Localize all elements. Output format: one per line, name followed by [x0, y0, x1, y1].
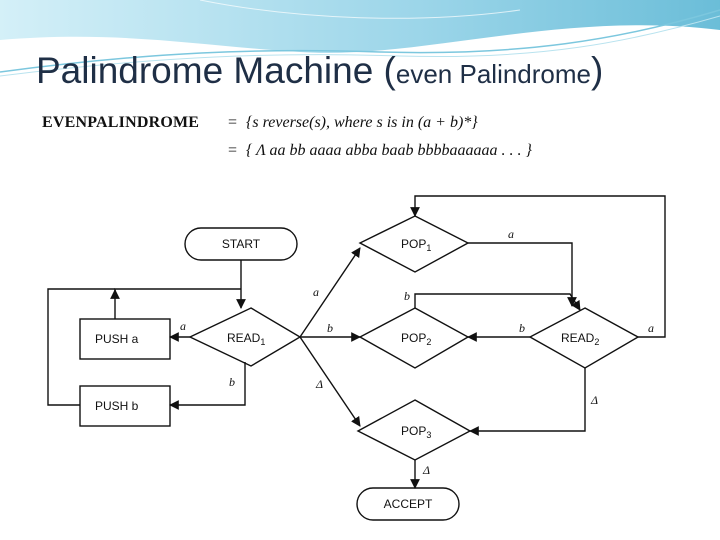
- pop1-label: POP1: [401, 237, 431, 253]
- edge-read2-loop: [410, 195, 666, 338]
- header-swoosh-decoration: [0, 0, 720, 77]
- pop2-node: [358, 307, 470, 369]
- edge-label-pop1-read2: a: [508, 227, 514, 241]
- pop1-subscript: 1: [426, 243, 431, 253]
- slide-title: Palindrome Machine (even Palindrome): [36, 52, 603, 89]
- equals-sign: =: [228, 142, 238, 159]
- accept-label: ACCEPT: [384, 497, 433, 511]
- edge-label-pop3-accept: Δ: [422, 463, 430, 477]
- pop3-subscript: 3: [426, 430, 431, 440]
- read1-text: READ: [227, 331, 261, 345]
- read1-node: [188, 307, 302, 367]
- pda-flowchart: START ACCEPT PUSH a PUSH b READ1 READ2 P…: [47, 195, 666, 521]
- edge-label-pop2-read2: b: [404, 289, 410, 303]
- pop2-text: POP: [401, 331, 426, 345]
- edge-label-read1-pop1: a: [313, 285, 319, 299]
- pop1-node: [358, 215, 470, 273]
- edge-read1-pushb: [169, 362, 246, 410]
- pop3-text: POP: [401, 424, 426, 438]
- definition-examples: { Λ aa bb aaaa abba baab bbbbaaaaaa . . …: [246, 142, 532, 159]
- push-b-label: PUSH b: [95, 399, 139, 413]
- push-a-label: PUSH a: [95, 332, 139, 346]
- language-definition: EVENPALINDROME = {s reverse(s), where s …: [36, 104, 682, 166]
- pop2-subscript: 2: [426, 337, 431, 347]
- title-main: Palindrome Machine (: [36, 50, 396, 91]
- edge-read1-pop1: [299, 247, 361, 338]
- edge-label-read2-loop: a: [648, 321, 654, 335]
- definition-set-builder: {s reverse(s), where s is in (a + b)*}: [246, 114, 478, 131]
- read1-label: READ1: [227, 331, 265, 347]
- edge-read1-pop3: [299, 336, 361, 427]
- accept-node: [356, 487, 460, 521]
- start-label: START: [222, 237, 261, 251]
- pop1-text: POP: [401, 237, 426, 251]
- edge-label-read2-pop3: Δ: [590, 393, 598, 407]
- edge-label-read1-pushb: b: [229, 375, 235, 389]
- read1-subscript: 1: [260, 337, 265, 347]
- edge-pushb-loop: [47, 288, 115, 406]
- read2-label: READ2: [561, 331, 599, 347]
- edge-pusha-loop: [114, 288, 241, 319]
- edge-label-read2-pop2: b: [519, 321, 525, 335]
- pop2-label: POP2: [401, 331, 431, 347]
- read2-subscript: 2: [594, 337, 599, 347]
- edge-label-read1-pusha: a: [180, 319, 186, 333]
- equals-sign: =: [228, 114, 238, 131]
- language-name: EVENPALINDROME: [42, 114, 200, 131]
- edge-pop2-read2: [414, 293, 581, 311]
- pop3-label: POP3: [401, 424, 431, 440]
- edge-read2-pop3: [469, 368, 586, 436]
- title-subtitle: even Palindrome: [395, 59, 592, 89]
- edge-label-read1-pop2: b: [327, 321, 333, 335]
- edge-pop1-read2: [468, 242, 577, 307]
- edge-label-read1-pop3: Δ: [315, 377, 323, 391]
- read2-text: READ: [561, 331, 595, 345]
- title-close-paren: ): [591, 50, 604, 91]
